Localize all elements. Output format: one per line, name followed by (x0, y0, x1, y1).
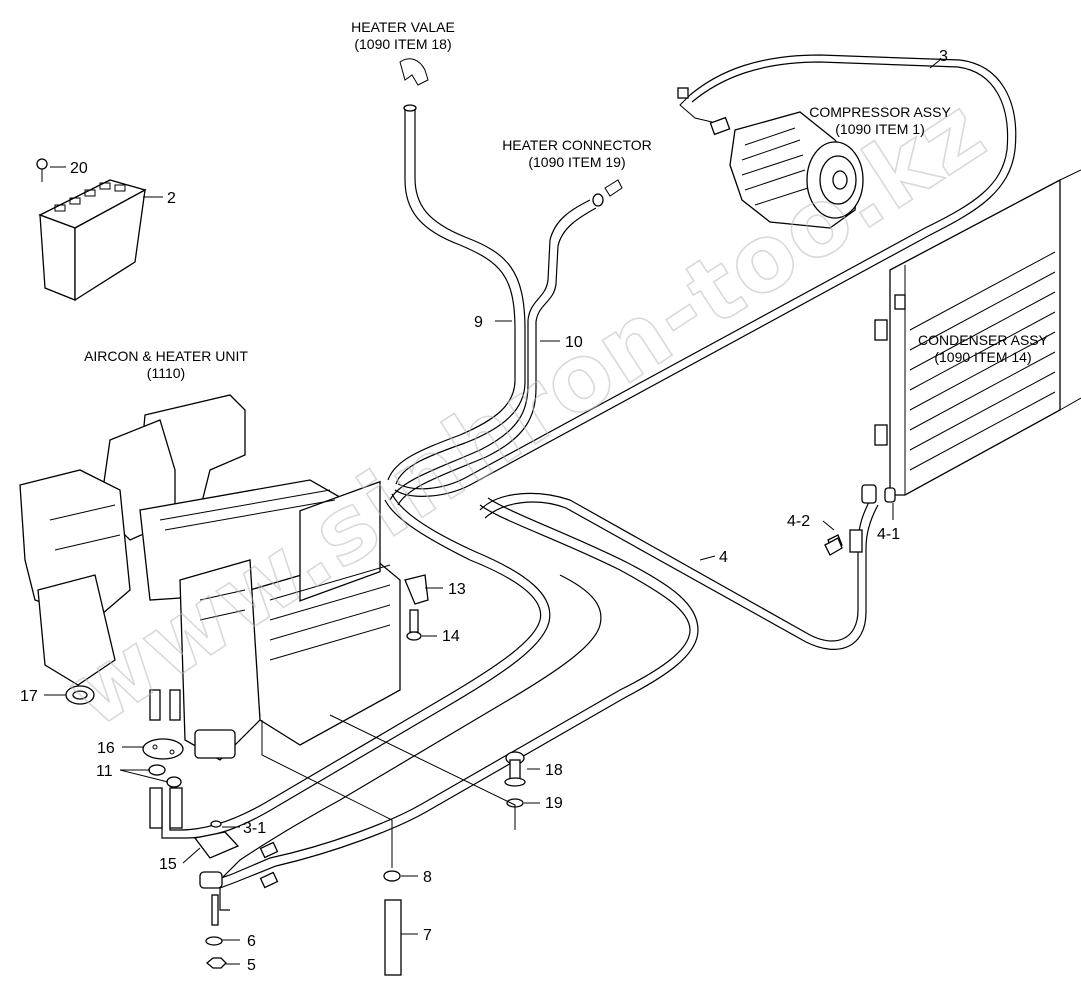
callout-9: 9 (474, 314, 483, 331)
condenser-ref: (1090 ITEM 14) (934, 349, 1031, 365)
condenser-assy (874, 169, 1081, 496)
callout-4-2: 4-2 (787, 513, 810, 530)
small-parts (65, 537, 843, 976)
heater-connector-label: HEATER CONNECTOR (502, 137, 652, 153)
pipe-3 (394, 54, 1017, 497)
heater-connector-ref: (1090 ITEM 19) (528, 154, 625, 170)
pipe-4 (479, 484, 896, 650)
callout-11: 11 (96, 763, 113, 780)
callout-3-1: 3-1 (243, 820, 266, 837)
lower-pipe-bundle (149, 493, 699, 911)
callout-10: 10 (565, 334, 583, 351)
callout-15: 15 (159, 856, 177, 873)
callout-numbers: 20 2 3 9 10 4-2 4-1 4 13 14 17 16 11 18 … (20, 48, 948, 974)
callout-5: 5 (247, 957, 256, 974)
hose-9 (387, 58, 526, 485)
heater-valve-label: HEATER VALAE (351, 19, 455, 35)
callout-8: 8 (423, 869, 432, 886)
compressor-ref: (1090 ITEM 1) (835, 121, 924, 137)
aircon-unit-label: AIRCON & HEATER UNIT (84, 348, 248, 364)
compressor-label: COMPRESSOR ASSY (809, 104, 951, 120)
callout-6: 6 (247, 933, 256, 950)
control-panel (36, 158, 147, 302)
callout-3: 3 (939, 48, 948, 65)
callout-4: 4 (719, 549, 728, 566)
callout-16: 16 (97, 740, 115, 757)
callout-4-1: 4-1 (877, 526, 900, 543)
aircon-heater-unit (19, 394, 401, 761)
callout-14: 14 (442, 628, 460, 645)
callout-2: 2 (167, 190, 176, 207)
callout-19: 19 (545, 795, 563, 812)
callout-20: 20 (70, 160, 88, 177)
hose-10 (389, 179, 623, 506)
callout-17: 17 (20, 688, 38, 705)
compressor-assy (709, 111, 864, 229)
callout-7: 7 (423, 927, 432, 944)
callout-13: 13 (448, 581, 466, 598)
leader-lines (44, 59, 941, 965)
heater-valve-ref: (1090 ITEM 18) (354, 36, 451, 52)
condenser-label: CONDENSER ASSY (918, 332, 1049, 348)
component-labels: HEATER VALAE (1090 ITEM 18) HEATER CONNE… (84, 19, 1049, 381)
callout-18: 18 (545, 762, 563, 779)
aircon-unit-ref: (1110) (147, 365, 185, 381)
